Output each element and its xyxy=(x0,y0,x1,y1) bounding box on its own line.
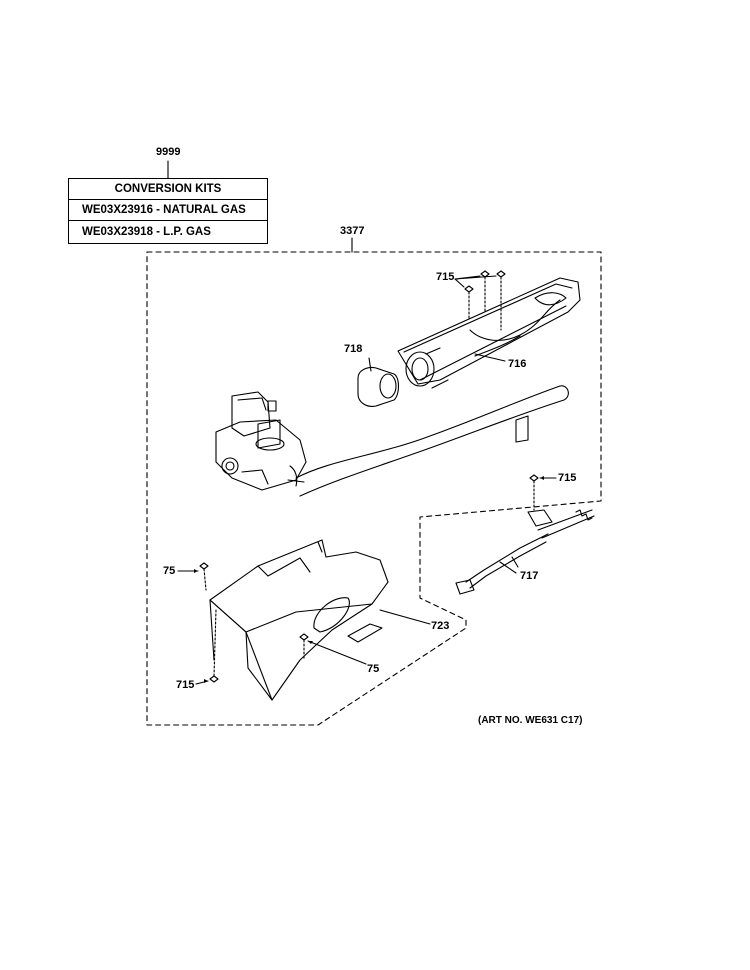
bracket-part-723 xyxy=(209,539,389,701)
kit-callout-number: 9999 xyxy=(156,146,181,158)
part-label-75-bottom[interactable]: 75 xyxy=(367,663,380,675)
conversion-kits-table: CONVERSION KITS WE03X23916 - NATURAL GAS… xyxy=(68,178,268,244)
part-label-716[interactable]: 716 xyxy=(508,358,527,370)
screws-715-top xyxy=(454,270,506,331)
screw-75-bottom xyxy=(299,633,309,661)
art-number: (ART NO. WE631 C17) xyxy=(478,715,583,726)
assembly-dashed-boundary xyxy=(146,251,602,726)
part-label-75-left[interactable]: 75 xyxy=(163,565,176,577)
igniter-part-717 xyxy=(455,509,595,595)
kit-lp-gas[interactable]: WE03X23918 - L.P. GAS xyxy=(82,225,211,238)
conversion-kits-header: CONVERSION KITS xyxy=(69,179,267,200)
gas-tube xyxy=(295,385,569,497)
screw-75-left xyxy=(199,562,209,591)
part-label-717[interactable]: 717 xyxy=(520,570,539,582)
leader-75-bottom xyxy=(307,640,367,665)
screw-715-bottom xyxy=(209,609,219,683)
leader-717 xyxy=(499,561,517,574)
part-label-715-bottom[interactable]: 715 xyxy=(176,679,195,691)
kit-natural-gas[interactable]: WE03X23916 - NATURAL GAS xyxy=(69,200,267,221)
part-label-718[interactable]: 718 xyxy=(344,343,363,355)
part-label-715-mid[interactable]: 715 xyxy=(558,472,577,484)
burner-part-716 xyxy=(397,277,581,389)
part-label-715-top[interactable]: 715 xyxy=(436,271,455,283)
part-label-723[interactable]: 723 xyxy=(431,620,450,632)
leader-716 xyxy=(474,353,506,362)
gas-valve-assembly xyxy=(215,391,307,491)
orifice-part-718 xyxy=(357,357,400,407)
leader-723 xyxy=(379,609,431,625)
screw-715-mid xyxy=(529,474,539,511)
assembly-callout-number: 3377 xyxy=(340,225,365,237)
